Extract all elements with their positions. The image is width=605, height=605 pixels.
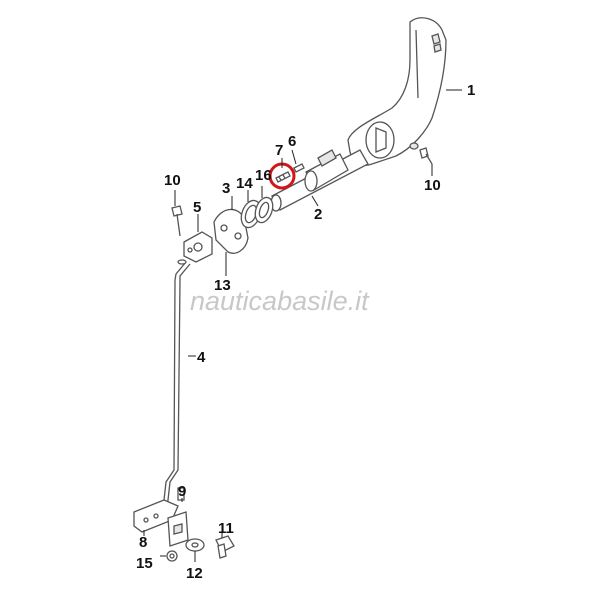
callout-12: 12	[186, 565, 203, 582]
part-1-tiller-handle	[347, 17, 447, 166]
callout-11: 11	[218, 520, 234, 537]
part-4-rod	[161, 259, 191, 519]
part-8-lower-bracket	[133, 499, 179, 533]
callout-10-left: 10	[164, 172, 181, 189]
watermark-text: nauticabasile.it	[190, 286, 370, 316]
callout-10-right: 10	[424, 177, 441, 194]
leader-lines	[143, 89, 462, 562]
part-12-washer	[185, 538, 205, 552]
callout-8: 8	[139, 534, 147, 551]
part-16-washer	[254, 196, 274, 224]
part-10-bolt-left	[171, 205, 183, 237]
part-9-clip	[167, 487, 189, 547]
callout-1: 1	[467, 82, 475, 99]
callout-4: 4	[197, 349, 206, 366]
part-5-bracket	[183, 231, 213, 263]
part-3-plate	[213, 208, 249, 254]
callout-2: 2	[314, 206, 322, 223]
callout-6: 6	[288, 133, 296, 150]
part-10-bolt-right	[419, 147, 433, 165]
callout-9: 9	[178, 483, 186, 500]
callout-3: 3	[222, 180, 230, 197]
part-15-nut	[166, 550, 178, 562]
part-7-pin	[275, 171, 291, 183]
callout-7: 7	[275, 142, 283, 159]
callout-15: 15	[136, 555, 153, 572]
callout-13: 13	[214, 277, 231, 294]
part-2-shaft	[270, 149, 369, 212]
part-11-bolt	[215, 535, 235, 559]
part-6-pin	[293, 163, 305, 173]
callout-16: 16	[255, 167, 272, 184]
callout-5: 5	[193, 199, 201, 216]
callout-14: 14	[236, 175, 253, 192]
